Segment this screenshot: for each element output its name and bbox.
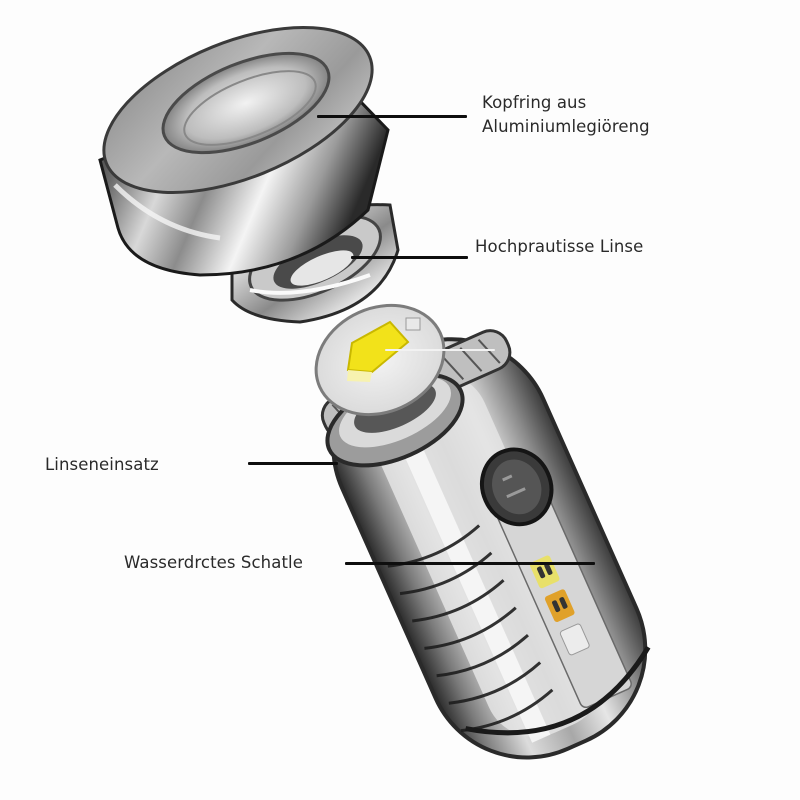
leader-line-lens: [351, 256, 468, 259]
label-head-ring-line2: Aluminiumlegiöreng: [482, 117, 650, 136]
label-lens: Hochprautisse Linse: [475, 235, 643, 259]
label-switch: Wasserdrctes Schatle: [124, 551, 303, 575]
leader-line-head-ring: [317, 115, 467, 118]
label-head-ring-line1: Kopfring aus: [482, 93, 587, 112]
label-lens-insert: Linseneinsatz: [45, 453, 159, 477]
led-board-part: [314, 303, 446, 417]
label-switch-text: Wasserdrctes Schatle: [124, 553, 303, 572]
head-ring-part: [98, 26, 390, 277]
leader-line-led-board: [385, 349, 495, 351]
leader-line-lens-insert: [248, 462, 338, 465]
label-head-ring: Kopfring aus Aluminiumlegiöreng: [482, 91, 650, 139]
leader-line-switch: [345, 562, 595, 565]
label-lens-text: Hochprautisse Linse: [475, 237, 644, 256]
label-lens-insert-text: Linseneinsatz: [45, 455, 159, 474]
